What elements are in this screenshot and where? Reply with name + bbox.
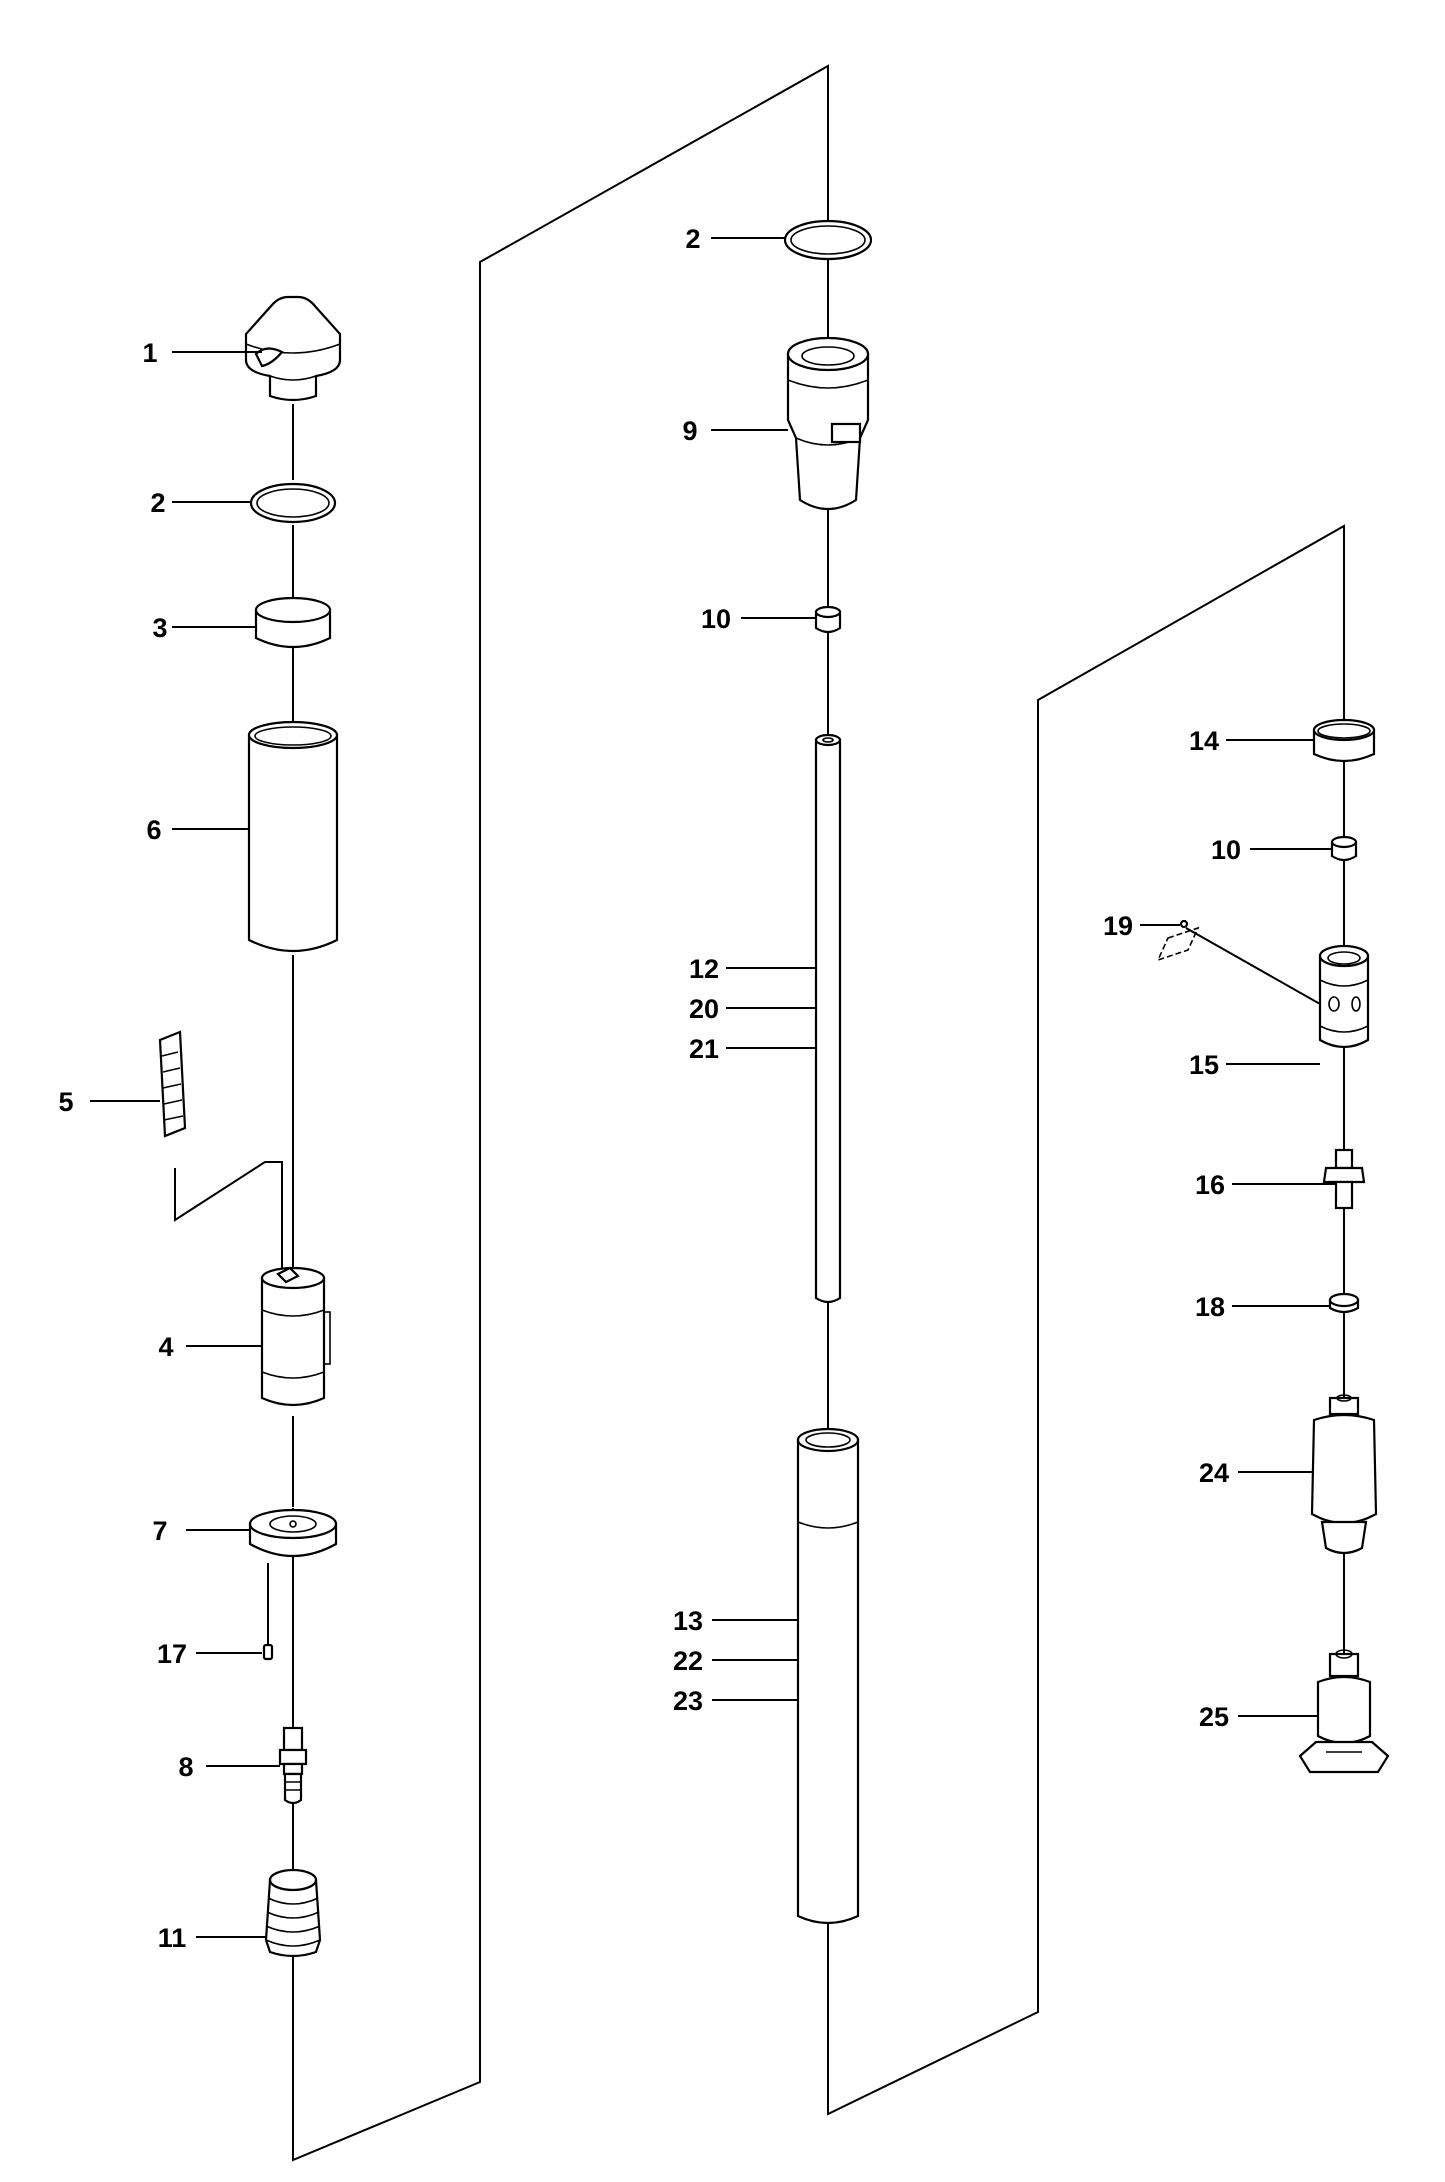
callout-10: 10 [701, 604, 731, 634]
callout-23: 23 [673, 1686, 703, 1716]
part-3-disc [254, 596, 332, 648]
callout-16: 16 [1195, 1170, 1225, 1200]
part-14-sleeve [1312, 718, 1376, 763]
part-2-o-ring [249, 482, 337, 524]
callout-13: 13 [673, 1606, 703, 1636]
callout-2-upper: 2 [685, 224, 700, 254]
callout-19: 19 [1103, 911, 1133, 941]
callout-9: 9 [682, 416, 697, 446]
part-2-o-ring-upper [783, 219, 873, 261]
part-9-coupling [786, 336, 870, 511]
callout-14: 14 [1189, 726, 1219, 756]
part-13-barrel [796, 1427, 860, 1925]
callout-20: 20 [689, 994, 719, 1024]
part-18-washer [1328, 1292, 1360, 1314]
part-17-pin [262, 1643, 274, 1661]
part-6-tube [247, 720, 339, 953]
part-24-chamber [1310, 1394, 1378, 1555]
callout-21: 21 [689, 1034, 719, 1064]
part-11-threaded-end [264, 1868, 322, 1958]
part-12-rod [814, 733, 842, 1304]
callout-6: 6 [146, 815, 161, 845]
part-16-stem [1322, 1148, 1366, 1210]
part-19-clip [1156, 919, 1200, 962]
assembly-frame-lines [174, 64, 1345, 2162]
callout-1: 1 [142, 338, 157, 368]
part-8-nipple [278, 1726, 308, 1805]
part-7-valve-seat [248, 1508, 338, 1558]
callout-7: 7 [152, 1516, 167, 1546]
part-1-nozzle-cap [244, 295, 342, 402]
part-5-strip [158, 1030, 187, 1138]
callout-11: 11 [158, 1923, 187, 1953]
callout-8: 8 [178, 1752, 193, 1782]
callout-15: 15 [1189, 1050, 1219, 1080]
part-10-ring-lower [1330, 835, 1358, 862]
part-4-body [260, 1266, 331, 1407]
callout-2: 2 [150, 488, 165, 518]
callout-12: 12 [689, 954, 719, 984]
callout-labels: 1 2 3 6 5 4 7 17 8 11 2 9 10 12 20 21 13… [58, 224, 1241, 1953]
callout-4: 4 [158, 1332, 173, 1362]
part-15-valve-body [1318, 944, 1370, 1049]
part-25-coupler [1298, 1649, 1390, 1774]
callout-10-lower: 10 [1211, 835, 1241, 865]
callout-5: 5 [58, 1087, 73, 1117]
callout-25: 25 [1199, 1702, 1229, 1732]
callout-17: 17 [157, 1639, 187, 1669]
callout-24: 24 [1199, 1458, 1229, 1488]
callout-22: 22 [673, 1646, 703, 1676]
callout-3: 3 [152, 613, 167, 643]
leader-lines [90, 237, 1336, 1938]
part-10-ring [814, 605, 842, 634]
callout-18: 18 [1195, 1292, 1225, 1322]
